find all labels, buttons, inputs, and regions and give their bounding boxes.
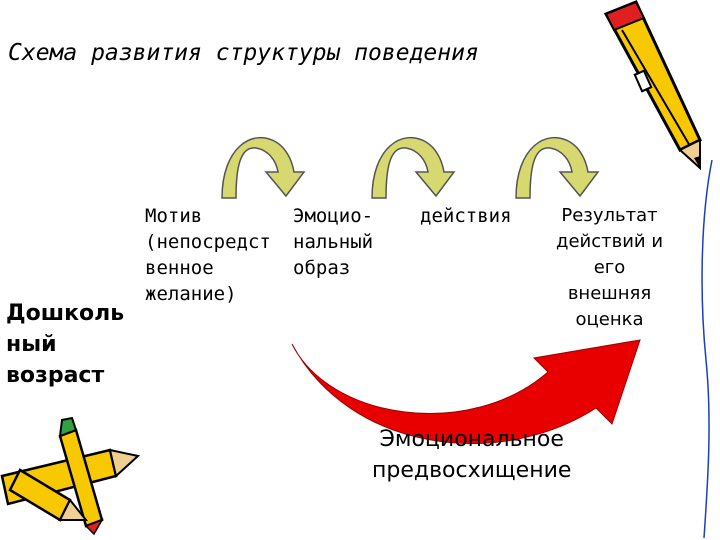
term-line: желание): [145, 283, 237, 305]
age-label: Дошколь ный возраст: [6, 298, 124, 391]
page-title: Схема развития структуры поведения: [8, 40, 479, 66]
term-line: Результат: [561, 205, 658, 226]
term-actions: действия: [420, 203, 512, 229]
term-emotional-image: Эмоцио- нальный образ: [293, 203, 373, 281]
term-anticipation: Эмоциональное предвосхищение: [372, 424, 571, 486]
term-line: предвосхищение: [372, 458, 572, 483]
term-result: Результат действий и его внешняя оценка: [556, 203, 663, 333]
term-line: Мотив: [145, 205, 203, 227]
term-line: (непосредст: [145, 231, 271, 253]
curved-arrow-1: [221, 136, 306, 199]
term-line: Эмоциональное: [379, 427, 564, 452]
term-line: его: [593, 257, 626, 278]
term-line: венное: [145, 257, 214, 279]
side-line: [701, 159, 713, 539]
pencil-icon: [603, 0, 702, 171]
crossed-pencils-icon: [0, 416, 141, 536]
term-line: действий и: [556, 231, 664, 252]
term-motive: Мотив (непосредст венное желание): [145, 203, 271, 307]
term-line: нальный: [293, 231, 374, 253]
term-line: действия: [420, 205, 512, 227]
curved-arrow-3: [515, 136, 600, 199]
age-label-line: Дошколь: [6, 301, 125, 326]
term-line: оценка: [575, 309, 644, 330]
term-line: внешняя: [567, 283, 652, 304]
term-line: образ: [293, 257, 351, 279]
term-line: Эмоцио-: [293, 205, 374, 227]
age-label-line: ный: [6, 332, 57, 357]
big-red-arrow: [291, 339, 641, 444]
age-label-line: возраст: [6, 363, 105, 388]
curved-arrow-2: [371, 136, 456, 199]
